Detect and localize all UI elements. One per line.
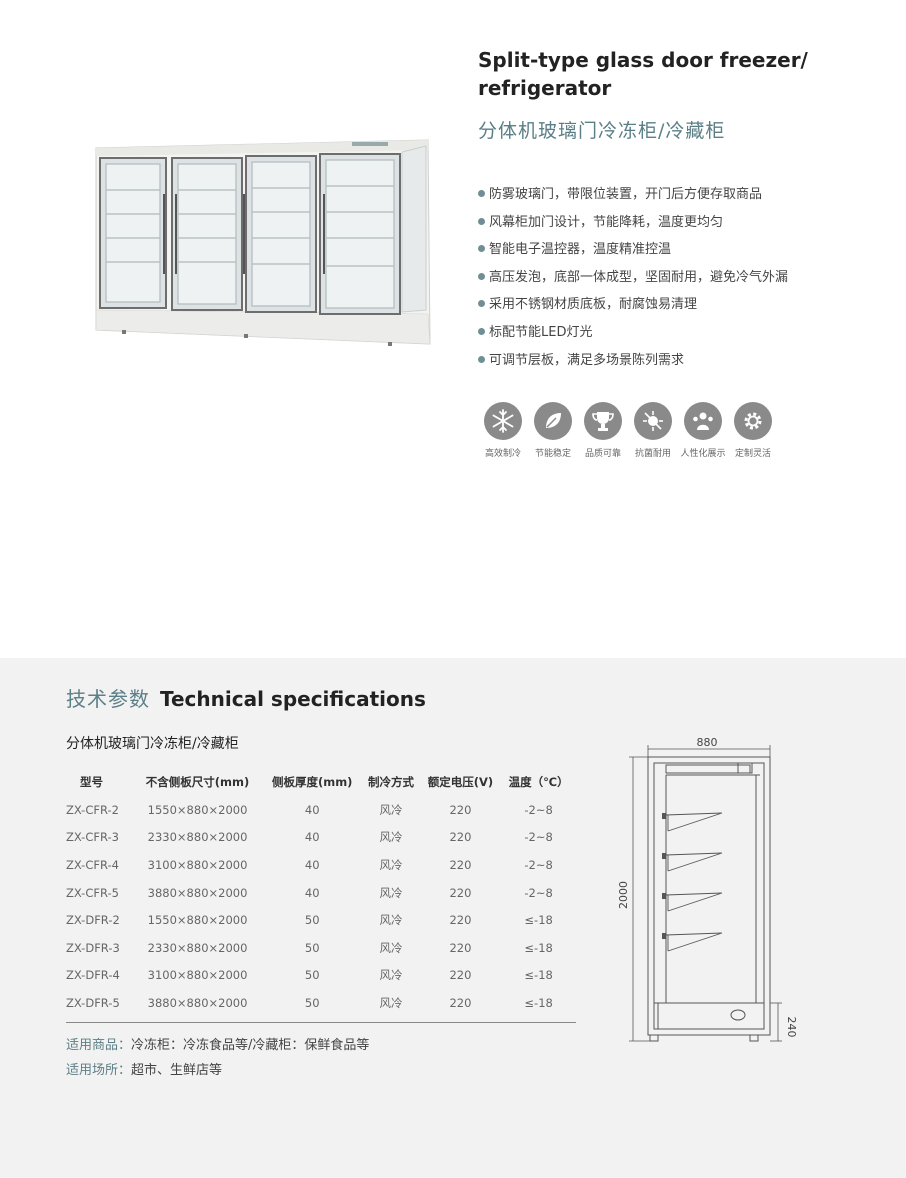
badge-energy: 节能稳定: [528, 402, 578, 459]
usage-goods-value: 冷冻柜：冷冻食品等/冷藏柜：保鲜食品等: [131, 1038, 370, 1053]
spec-heading-en: Technical specifications: [160, 687, 426, 711]
spec-table: 型号 不含侧板尺寸(mm) 侧板厚度(mm) 制冷方式 额定电压(V) 温度（℃…: [66, 768, 576, 1017]
bullet-icon: [478, 190, 485, 197]
badge-custom: 定制灵活: [728, 402, 778, 459]
column-header: 不含侧板尺寸(mm): [145, 775, 250, 789]
column-header: 侧板厚度(mm): [271, 775, 353, 789]
snowflake-icon: [484, 402, 522, 440]
bullet-icon: [478, 300, 485, 308]
bullet-icon: [478, 355, 485, 363]
usage-goods-label: 适用商品：: [66, 1038, 132, 1053]
bullet-icon: [478, 245, 485, 253]
dim-width: 880: [697, 736, 718, 749]
column-header: 型号: [80, 775, 103, 789]
usage-place: 适用场所：超市、生鲜店等: [66, 1059, 222, 1078]
table-title: 分体机玻璃门冷冻柜/冷藏柜: [66, 736, 239, 752]
badge-quality: 品质可靠: [578, 402, 628, 459]
feature-badges: 高效制冷 节能稳定 品质可靠 抗菌耐用 人性化展示 定制灵活: [478, 402, 778, 459]
feature-item: 标配节能LED灯光: [478, 322, 788, 350]
badge-cooling: 高效制冷: [478, 402, 528, 459]
bullet-icon: [478, 272, 485, 280]
gear-icon: [734, 402, 772, 440]
feature-item: 智能电子温控器，温度精准控温: [478, 239, 788, 267]
technical-drawing: 880 2000 240: [617, 736, 798, 1042]
dim-base: 240: [785, 1017, 798, 1038]
bullet-icon: [478, 327, 485, 335]
spec-heading-cn: 技术参数: [66, 687, 150, 711]
spec-panel: [0, 658, 906, 1178]
usage-place-value: 超市、生鲜店等: [131, 1063, 223, 1078]
usage-goods: 适用商品：冷冻柜：冷冻食品等/冷藏柜：保鲜食品等: [66, 1034, 369, 1053]
product-photo: [95, 139, 431, 346]
badge-antibacterial: 抗菌耐用: [628, 402, 678, 459]
badge-display: 人性化展示: [678, 402, 728, 459]
feature-item: 可调节层板，满足多场景陈列需求: [478, 350, 788, 378]
column-header: 额定电压(V): [427, 775, 494, 789]
table-header-row: 型号 不含侧板尺寸(mm) 侧板厚度(mm) 制冷方式 额定电压(V) 温度（℃…: [66, 768, 576, 796]
bullet-icon: [478, 217, 485, 225]
trophy-icon: [584, 402, 622, 440]
column-header: 制冷方式: [368, 775, 415, 789]
product-title-cn: 分体机玻璃门冷冻柜/冷藏柜: [478, 120, 726, 142]
feature-item: 风幕柜加门设计，节能降耗，温度更均匀: [478, 212, 788, 240]
antibacterial-icon: [634, 402, 672, 440]
usage-place-label: 适用场所：: [66, 1063, 132, 1078]
column-header: 温度（℃）: [508, 775, 569, 789]
feature-item: 采用不锈钢材质底板，耐腐蚀易清理: [478, 294, 788, 322]
people-icon: [684, 402, 722, 440]
spec-heading: 技术参数 Technical specifications: [66, 683, 426, 712]
table-bottom-rule: [66, 1022, 576, 1023]
feature-item: 防雾玻璃门，带限位装置，开门后方便存取商品: [478, 184, 788, 212]
feature-list: 防雾玻璃门，带限位装置，开门后方便存取商品 风幕柜加门设计，节能降耗，温度更均匀…: [478, 184, 788, 377]
leaf-icon: [534, 402, 572, 440]
feature-item: 高压发泡，底部一体成型，坚固耐用，避免冷气外漏: [478, 267, 788, 295]
dim-height: 2000: [617, 881, 630, 909]
product-title-en: Split-type glass door freezer/ refrigera…: [478, 48, 808, 100]
